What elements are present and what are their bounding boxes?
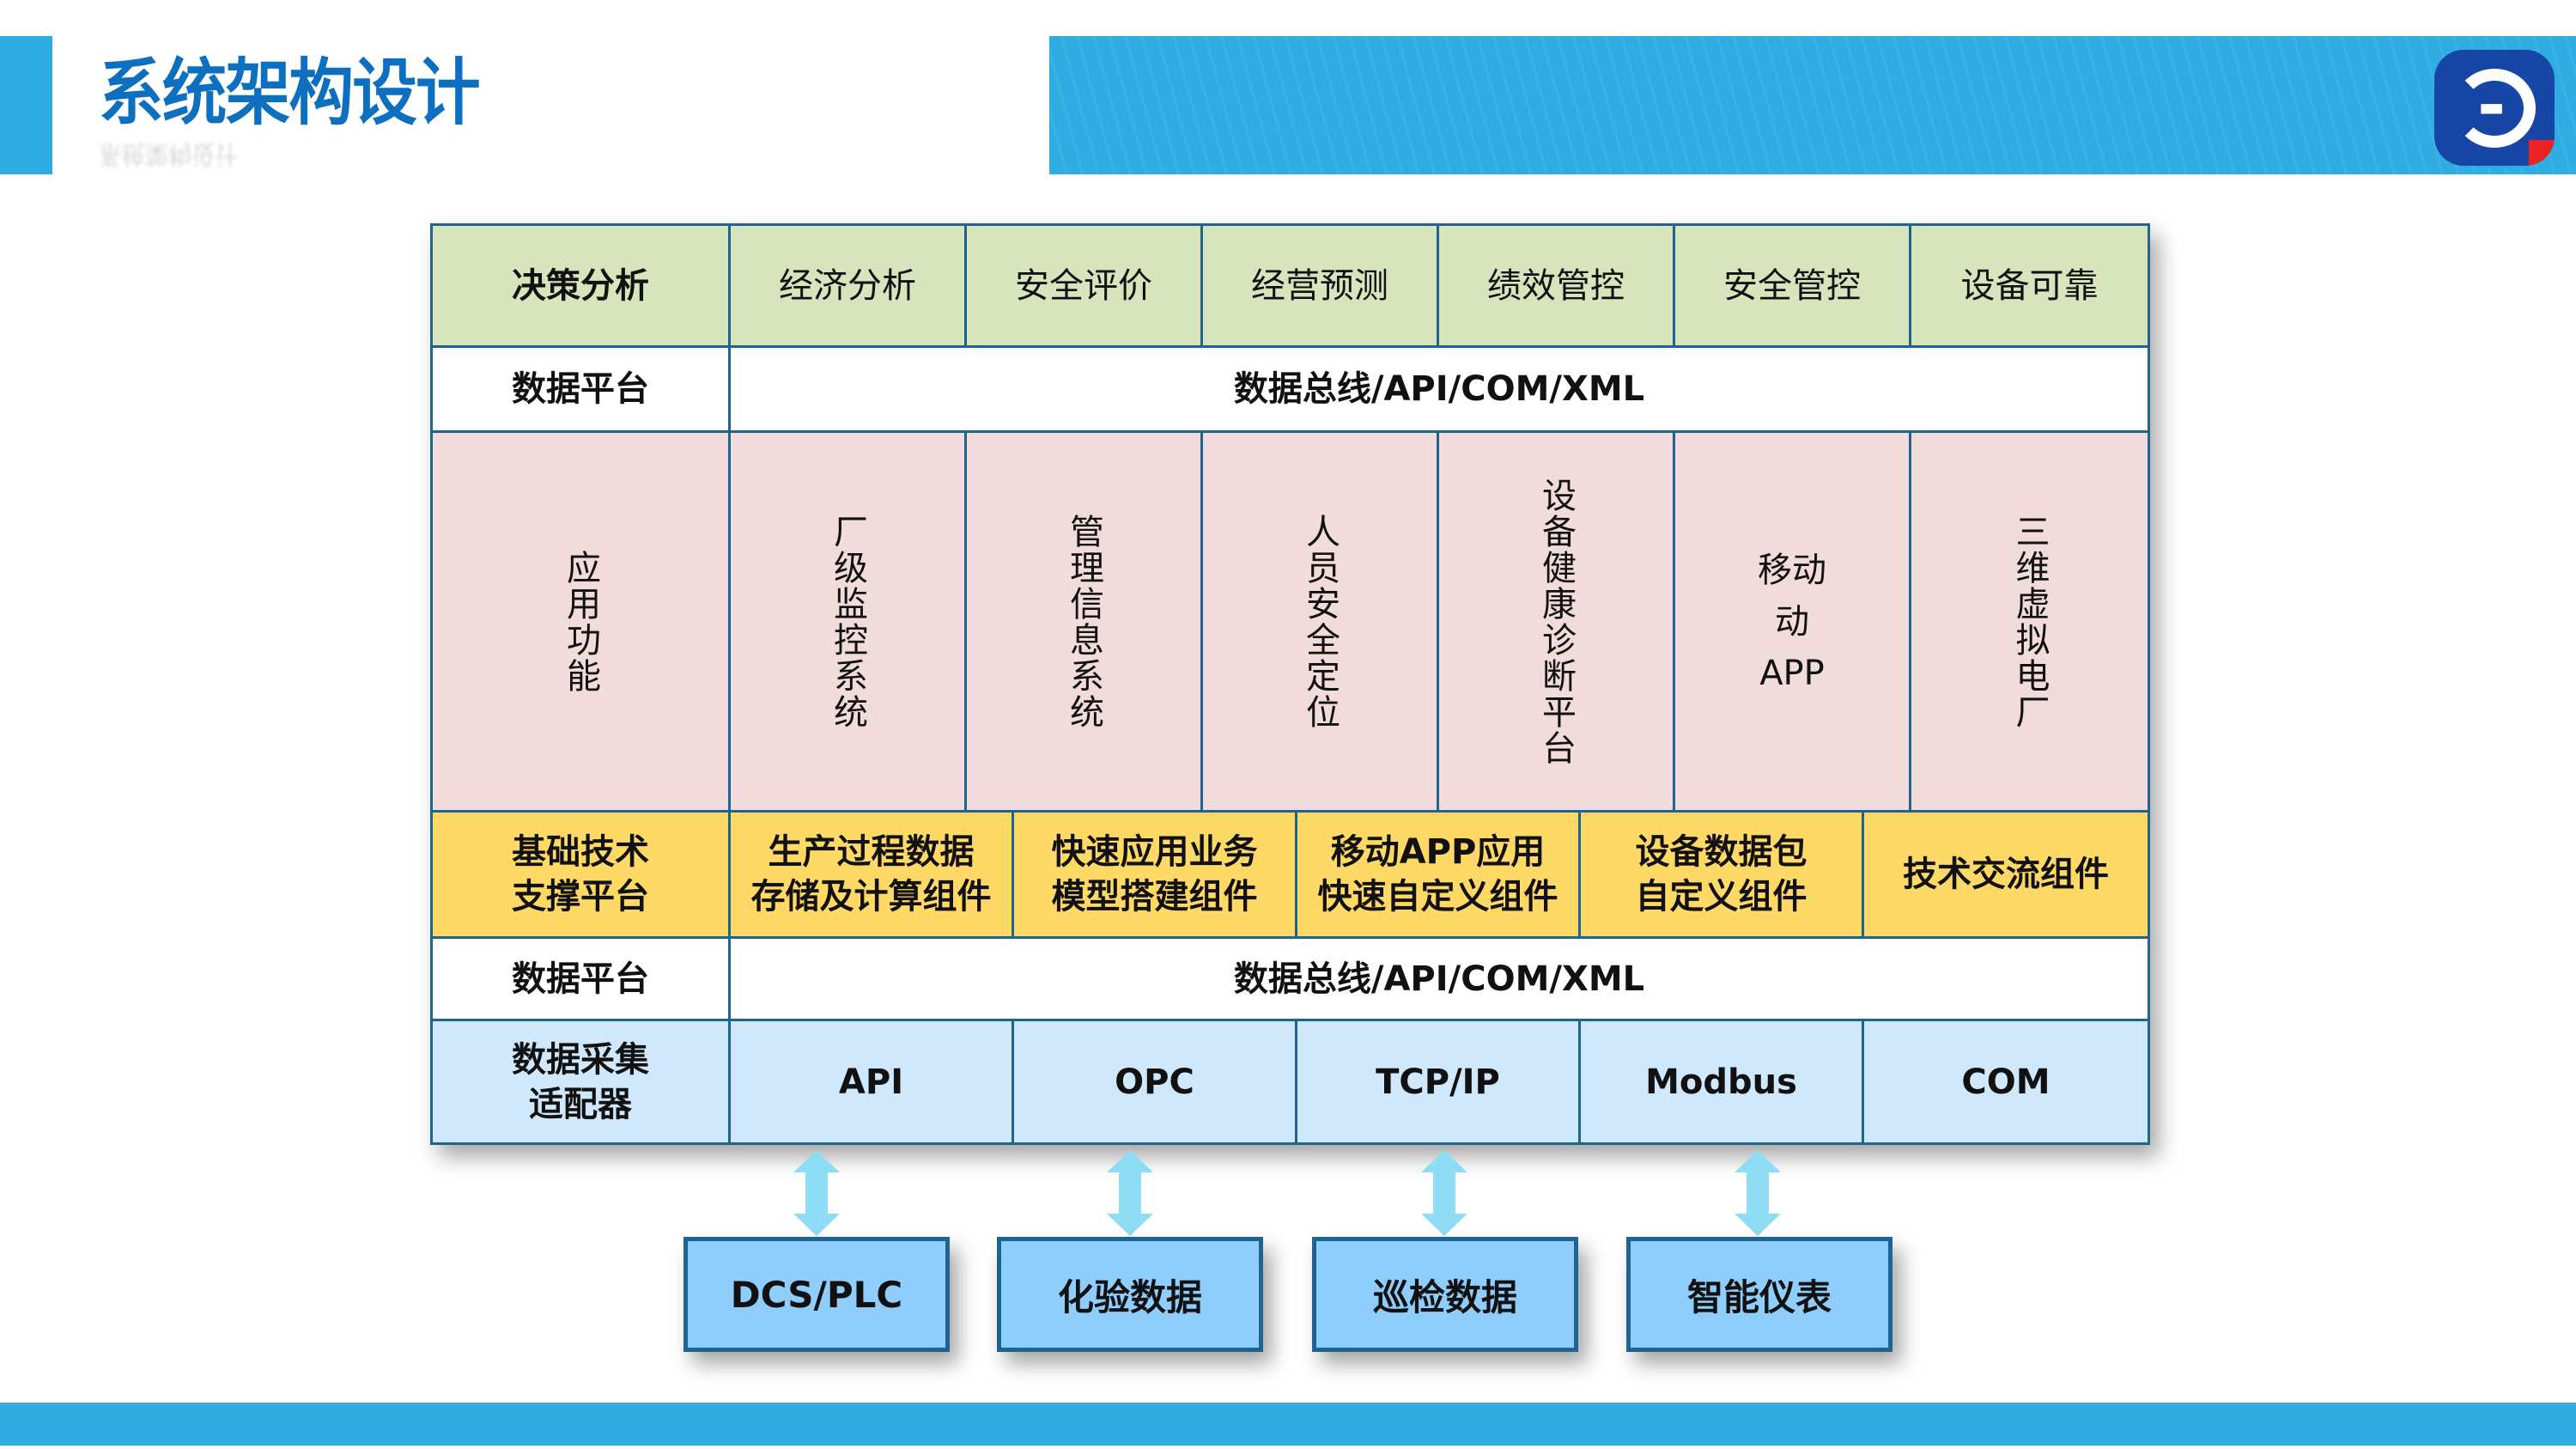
- label-line: 设备数据包: [1635, 832, 1807, 872]
- decision-item: 安全评价: [964, 223, 1203, 348]
- source-box-lab-data: 化验数据: [997, 1237, 1263, 1352]
- title-reflection: 系统架构设计: [99, 138, 238, 168]
- application-item-text: 厂级监控系统: [828, 513, 867, 730]
- decision-item: 安全管控: [1673, 223, 1911, 348]
- label-line: 支撑平台: [512, 877, 649, 916]
- label-line: 生产过程数据: [768, 832, 975, 872]
- decision-item: 绩效管控: [1437, 223, 1675, 348]
- label-line: 快速自定义组件: [1317, 877, 1558, 916]
- adapter-item: Modbus: [1578, 1019, 1864, 1145]
- double-arrow-icon: [1735, 1150, 1781, 1236]
- header-accent-bar: [0, 36, 52, 174]
- application-item-text: 三维虚拟电厂: [2009, 513, 2050, 730]
- foundation-item: 生产过程数据存储及计算组件: [728, 810, 1014, 939]
- application-item-text: 人员安全定位: [1300, 513, 1340, 730]
- architecture-table: 决策分析 经济分析 安全评价 经营预测 绩效管控 安全管控 设备可靠 数据平台 …: [430, 223, 2150, 1145]
- data-bus-value: 数据总线/API/COM/XML: [728, 345, 2150, 433]
- decision-item: 经营预测: [1200, 223, 1439, 348]
- foundation-item: 移动APP应用快速自定义组件: [1295, 810, 1581, 939]
- header-banner: [1049, 36, 2576, 174]
- company-logo-icon: -: [2434, 50, 2555, 166]
- double-arrow-icon: [793, 1150, 840, 1236]
- application-item-text: APP: [1759, 653, 1825, 693]
- adapter-item: API: [728, 1019, 1014, 1145]
- footer-bar: [0, 1403, 2576, 1446]
- foundation-item: 设备数据包自定义组件: [1578, 810, 1864, 939]
- foundation-item: 快速应用业务模型搭建组件: [1012, 810, 1297, 939]
- decision-item: 经济分析: [728, 223, 967, 348]
- label-line: 适配器: [529, 1084, 632, 1124]
- application-label: 应用功能: [430, 430, 731, 813]
- foundation-label: 基础技术支撑平台: [430, 810, 731, 939]
- decision-label: 决策分析: [430, 223, 731, 348]
- source-box-inspection-data: 巡检数据: [1312, 1237, 1578, 1352]
- application-item-text: 动: [1775, 601, 1809, 642]
- application-item-text: 设备健康诊断平台: [1536, 477, 1576, 766]
- data-platform-label: 数据平台: [430, 345, 731, 433]
- label-line: 基础技术: [512, 832, 649, 872]
- label-line: 存储及计算组件: [750, 877, 992, 916]
- adapter-item: OPC: [1012, 1019, 1297, 1145]
- application-item-text: 管理信息系统: [1064, 513, 1103, 730]
- data-platform-label: 数据平台: [430, 936, 731, 1021]
- adapter-label: 数据采集适配器: [430, 1019, 731, 1145]
- application-item: 厂级监控系统: [728, 430, 967, 813]
- adapter-item: TCP/IP: [1295, 1019, 1581, 1145]
- label-line: 快速应用业务: [1051, 832, 1258, 872]
- double-arrow-icon: [1107, 1150, 1153, 1236]
- source-box-smart-meter: 智能仪表: [1626, 1237, 1893, 1352]
- application-item-mobile-app: 移动 动 APP: [1673, 430, 1911, 813]
- double-arrow-icon: [1421, 1150, 1467, 1236]
- application-item: 设备健康诊断平台: [1437, 430, 1675, 813]
- label-line: 自定义组件: [1635, 877, 1807, 916]
- adapter-item: COM: [1862, 1019, 2150, 1145]
- application-item-text: 移动: [1758, 550, 1826, 590]
- application-label-text: 应用功能: [561, 549, 600, 694]
- label-line: 数据采集: [512, 1039, 649, 1080]
- decision-item: 设备可靠: [1909, 223, 2150, 348]
- application-item: 人员安全定位: [1200, 430, 1439, 813]
- application-item: 三维虚拟电厂: [1909, 430, 2150, 813]
- label-line: 移动APP应用: [1330, 832, 1546, 872]
- application-item: 管理信息系统: [964, 430, 1203, 813]
- foundation-item: 技术交流组件: [1862, 810, 2150, 939]
- source-box-dcs-plc: DCS/PLC: [683, 1237, 950, 1352]
- page-title: 系统架构设计: [99, 51, 481, 135]
- label-line: 模型搭建组件: [1051, 877, 1258, 916]
- data-bus-value: 数据总线/API/COM/XML: [728, 936, 2150, 1021]
- label-line: 技术交流组件: [1903, 855, 2109, 894]
